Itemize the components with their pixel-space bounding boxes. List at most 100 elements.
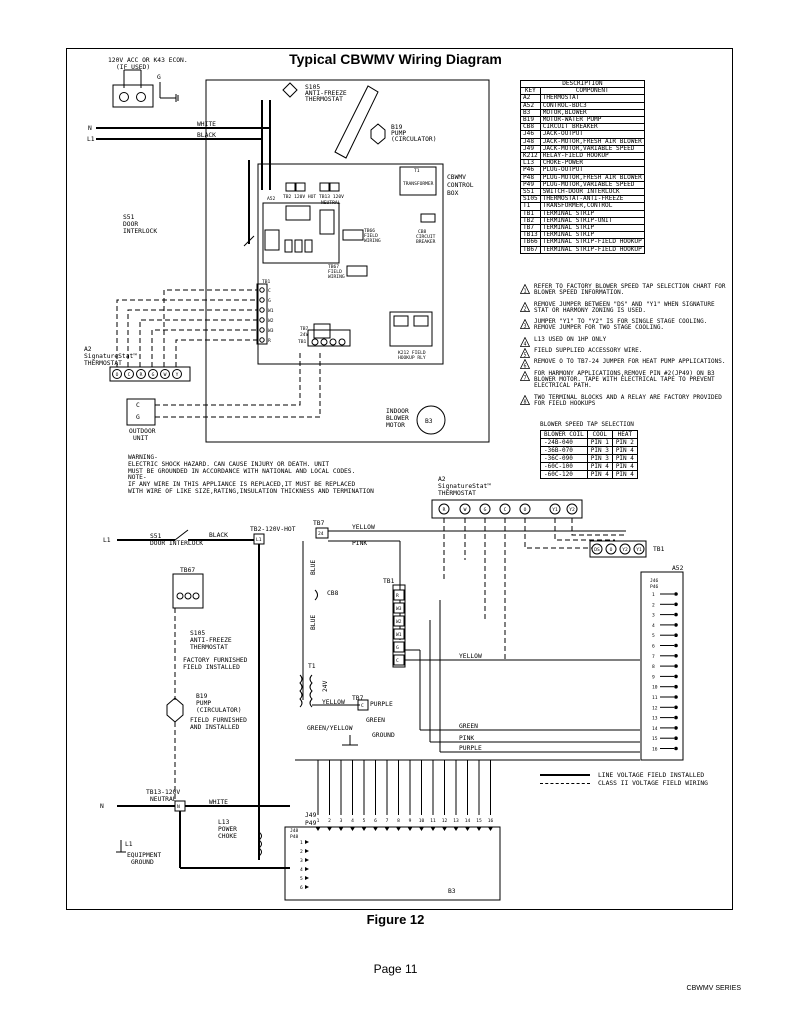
signaturestat-terminal — [549, 503, 561, 515]
a52-pin-label: 16 — [652, 747, 658, 753]
description-component: THERMOSTAT-ANTI-FREEZE — [539, 195, 645, 204]
a52-pin-label: 6 — [652, 644, 655, 650]
svg-text:TB66: TB66 — [364, 228, 375, 234]
diagram-title: Typical CBWMV Wiring Diagram — [289, 51, 502, 67]
svg-text:TB7: TB7 — [313, 520, 325, 527]
svg-text:THERMOSTAT: THERMOSTAT — [438, 490, 476, 497]
signaturestat-terminal-label: W — [464, 507, 467, 513]
description-component: TERMINAL STRIP — [539, 224, 645, 233]
tb1-board — [307, 329, 351, 347]
signaturestat-strip — [431, 499, 583, 519]
j49-pin-label: 3 — [340, 818, 343, 824]
page-number: Page 11 — [373, 962, 418, 976]
a52-pin — [674, 602, 678, 607]
speed-cell: -36C-090 — [540, 454, 588, 463]
tb1-right-terminal-label: DS — [594, 547, 600, 553]
j49-pin — [373, 827, 378, 831]
j49-pin — [315, 827, 321, 831]
j48-pin — [305, 876, 309, 880]
svg-text:GROUND: GROUND — [372, 732, 395, 739]
a52-connector — [640, 571, 684, 761]
svg-text:TB1: TB1 — [383, 578, 395, 585]
description-component: CIRCUIT BREAKER — [539, 123, 645, 132]
svg-text:C: C — [361, 703, 364, 709]
description-component: TERMINAL STRIP-FIELD HOOKUP — [539, 238, 645, 247]
svg-text:TB13-120V: TB13-120V — [146, 789, 180, 796]
speed-header: BLOWER COIL — [540, 430, 588, 439]
svg-text:G: G — [136, 414, 140, 421]
tb1-right-terminal-label: Y1 — [636, 547, 642, 553]
svg-text:GREEN: GREEN — [459, 723, 478, 730]
tb1-right-terminal-label: Y2 — [622, 547, 628, 553]
thermostat-terminal-label: W — [164, 372, 167, 378]
a52-pin — [674, 664, 678, 668]
j49-pin-label: 13 — [453, 818, 459, 824]
j49-pin-label: 8 — [397, 818, 400, 824]
description-component: TERMINAL STRIP-UNIT — [539, 216, 645, 226]
warning-triangle-icon: 1 — [520, 284, 530, 294]
svg-text:TB7: TB7 — [352, 695, 364, 702]
dashed-line-icon — [540, 782, 590, 784]
svg-text:A2: A2 — [438, 476, 446, 483]
svg-text:J46: J46 — [650, 578, 659, 584]
signaturestat-terminal-label: Y2 — [569, 507, 575, 513]
svg-text:PINK: PINK — [352, 540, 367, 547]
svg-text:UNIT: UNIT — [133, 435, 148, 442]
svg-text:YELLOW: YELLOW — [322, 699, 345, 706]
j48-pin — [305, 885, 309, 889]
j48-pin-label: 6 — [300, 885, 303, 891]
warning-triangle-icon: 3 — [520, 319, 530, 329]
j49-pin-label: 9 — [409, 818, 412, 824]
k212-relay — [389, 311, 433, 347]
description-component: RELAY-FIELD HOOKUP — [539, 152, 645, 161]
signaturestat-terminal — [438, 503, 450, 515]
speed-cell: PIN 4 — [611, 454, 638, 463]
legend-line-voltage: LINE VOLTAGE FIELD INSTALLED — [598, 772, 705, 779]
tb1-vertical-terminal — [393, 589, 405, 601]
tb7-terminal-c — [357, 699, 369, 711]
j49-pin — [384, 827, 390, 831]
svg-text:INDOOR: INDOOR — [386, 408, 409, 415]
tb13-terminal — [319, 182, 330, 192]
a52-pin-label: 11 — [652, 695, 658, 701]
j49-pin — [407, 827, 413, 831]
svg-text:B3: B3 — [425, 418, 433, 425]
j48-pin-label: 3 — [300, 858, 303, 864]
s105-label-2: ANTI-FREEZE — [305, 90, 347, 97]
speed-cell: PIN 4 — [611, 462, 638, 471]
svg-text:MOTOR: MOTOR — [386, 422, 405, 429]
tb7-terminal-24 — [315, 527, 329, 539]
svg-text:YELLOW: YELLOW — [352, 524, 375, 531]
a52-pin-label: 4 — [652, 623, 655, 629]
svg-text:(CIRCULATOR): (CIRCULATOR) — [196, 707, 242, 714]
j49-pin-label: 1 — [317, 818, 320, 824]
j49-pin — [396, 827, 401, 831]
svg-text:GREEN/YELLOW: GREEN/YELLOW — [307, 725, 353, 732]
thermostat-terminal-label: R — [140, 372, 143, 378]
j48-pin — [305, 858, 309, 862]
solid-line-icon — [540, 774, 590, 776]
note-line-2: WITH WIRE OF LIKE SIZE,RATING,INSULATION… — [128, 487, 374, 495]
j49-pin-label: 14 — [465, 818, 471, 824]
tb1-terminal-label: G — [268, 298, 271, 304]
tb1-vertical-terminal — [393, 641, 405, 653]
svg-text:OUTDOOR: OUTDOOR — [129, 428, 156, 435]
thermostat-terminal-label: C — [128, 372, 131, 378]
acc-terminal-2 — [136, 92, 146, 102]
tb1-vertical-terminal-label: W2 — [396, 619, 402, 625]
a52-pin — [674, 746, 678, 751]
speed-cell: -60C-120 — [540, 470, 588, 479]
svg-text:L1: L1 — [256, 537, 262, 543]
note-text: REMOVE JUMPER BETWEEN "DS" AND "Y1" WHEN… — [534, 300, 715, 314]
svg-text:S105: S105 — [190, 630, 205, 637]
a52-pin-label: 7 — [652, 654, 655, 660]
